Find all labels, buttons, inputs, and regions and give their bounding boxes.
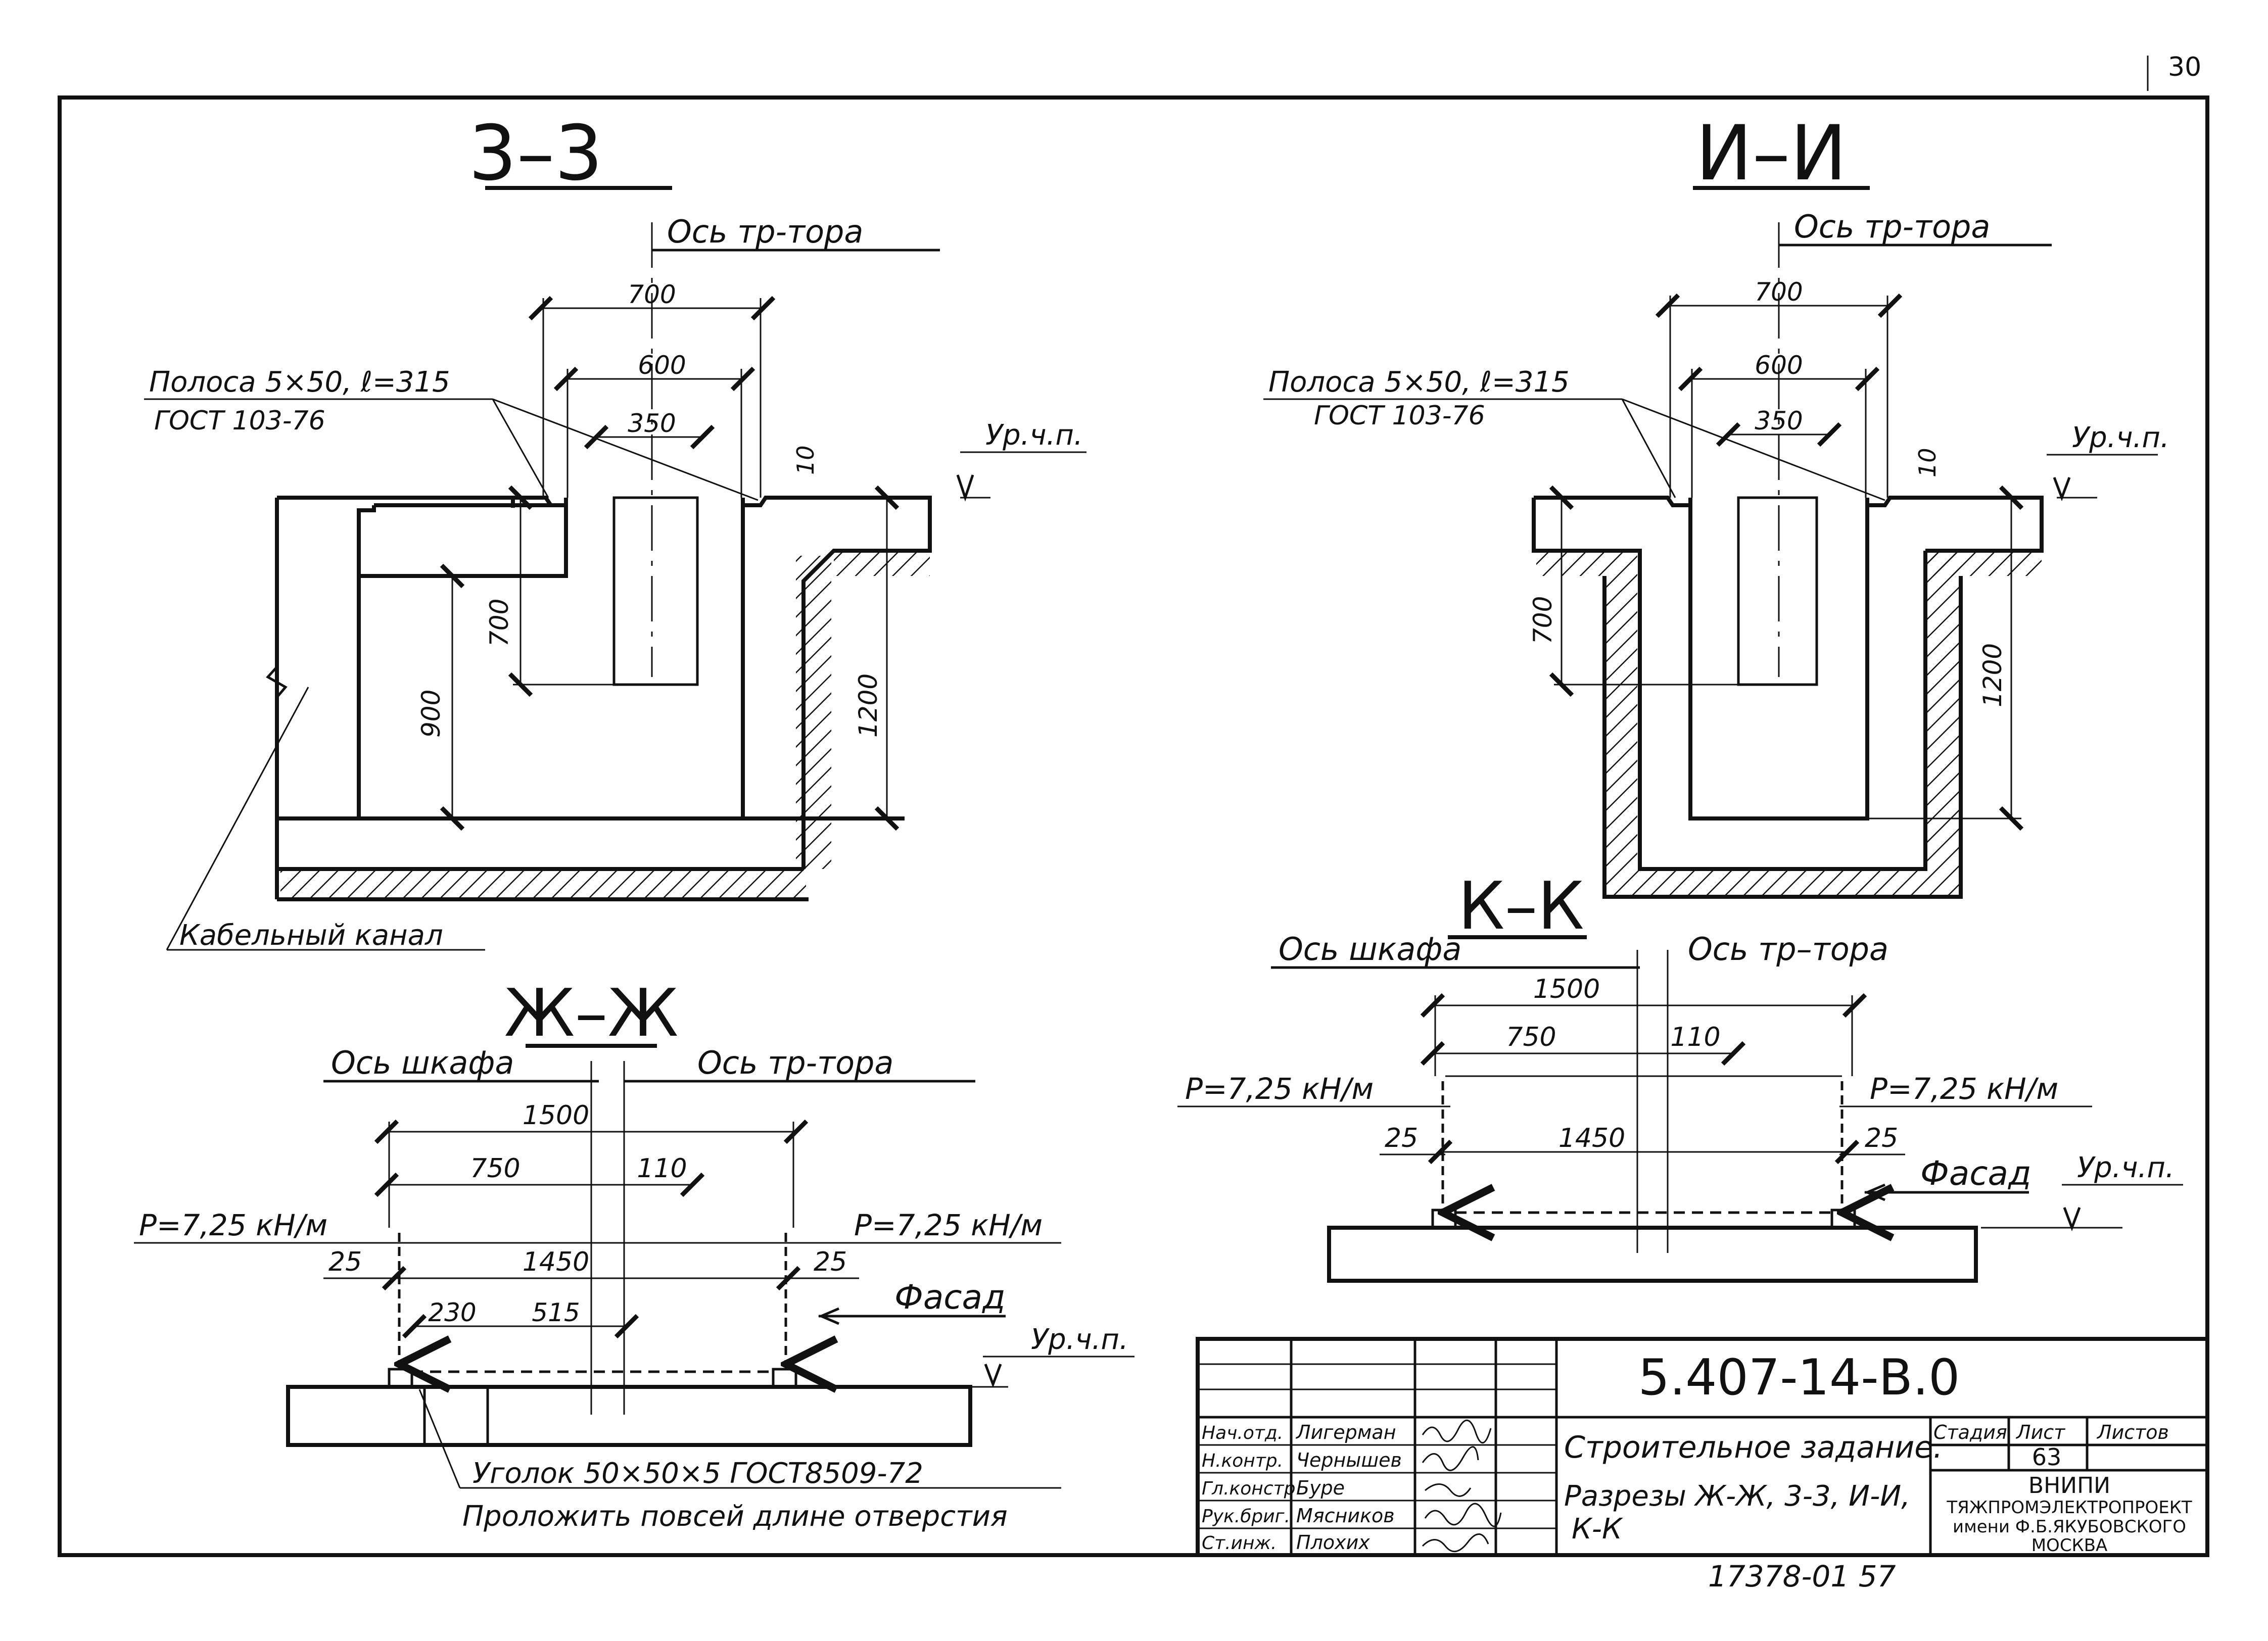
sheet-frame xyxy=(58,95,2209,1557)
dim-3-3-600: 600 xyxy=(638,351,686,380)
role-5: Ст.инж. xyxy=(1202,1533,1277,1554)
col-stage: Стадия xyxy=(1933,1421,2007,1443)
name-5: Плохих xyxy=(1296,1531,1370,1554)
dim-i-i-700: 700 xyxy=(1755,277,1803,307)
zz-dim-515: 515 xyxy=(532,1298,580,1327)
dim-i-i-1200v: 1200 xyxy=(1978,643,2007,707)
zz-load-right: P=7,25 кН/м xyxy=(854,1208,1043,1242)
kk-dim-750: 750 xyxy=(1506,1022,1556,1052)
section-i-i: И–И Ось тр-тора 700 600 350 10 Полоса 5×… xyxy=(1263,110,2169,899)
sheet-value: 63 xyxy=(2032,1443,2062,1471)
section-3-3-axis-label: Ось тр-тора xyxy=(667,213,863,250)
org-line-2: ТЯЖПРОМЭЛЕКТРОПРОЕКТ xyxy=(1946,1498,2192,1518)
cable-channel-label: Кабельный канал xyxy=(179,919,443,952)
section-i-i-title: И–И xyxy=(1695,110,1847,198)
title-block: 5.407-14-В.0 Нач.отд. Н.контр. Гл.констр… xyxy=(1196,1337,2209,1557)
section-3-3-title: 3–3 xyxy=(468,110,603,198)
section-zh-zh-title: Ж–Ж xyxy=(504,975,678,1051)
dim-i-i-10: 10 xyxy=(1914,448,1941,477)
org-line-3: имени Ф.Б.ЯКУБОВСКОГО xyxy=(1953,1517,2186,1537)
dim-3-3-700: 700 xyxy=(628,280,676,309)
zz-dim-750: 750 xyxy=(470,1153,520,1184)
zz-facade: Фасад xyxy=(894,1278,1006,1317)
section-i-i-axis-label: Ось тр-тора xyxy=(1794,208,1990,245)
kk-dim-25-right: 25 xyxy=(1865,1123,1898,1153)
floor-level-i-i: Ур.ч.п. xyxy=(2072,421,2169,454)
zz-dim-110: 110 xyxy=(637,1153,687,1184)
dim-i-i-600: 600 xyxy=(1755,351,1803,380)
role-1: Нач.отд. xyxy=(1202,1423,1283,1443)
doc-code: 5.407-14-В.0 xyxy=(1638,1349,1960,1407)
signature-5 xyxy=(1422,1533,1489,1553)
role-4: Рук.бриг. xyxy=(1202,1506,1290,1527)
kk-dim-1450: 1450 xyxy=(1558,1123,1625,1153)
dim-3-3-10: 10 xyxy=(792,445,819,475)
col-sheet: Лист xyxy=(2015,1421,2066,1443)
section-3-3: 3–3 Ось тр-тора 700 600 350 10 Полоса 5×… xyxy=(144,110,1086,952)
strip-gost-3-3: ГОСТ 103-76 xyxy=(154,406,325,436)
signature-2 xyxy=(1422,1446,1479,1471)
kk-floor-level: Ур.ч.п. xyxy=(2077,1151,2175,1184)
kk-load-left: P=7,25 кН/м xyxy=(1185,1072,1374,1106)
zz-dim-1500: 1500 xyxy=(523,1100,589,1131)
kk-load-right: P=7,25 кН/м xyxy=(1870,1072,2058,1106)
strip-gost-i-i: ГОСТ 103-76 xyxy=(1314,401,1485,431)
role-3: Гл.констр xyxy=(1202,1478,1295,1499)
name-4: Мясников xyxy=(1296,1505,1395,1527)
dim-3-3-900v: 900 xyxy=(416,690,446,738)
name-2: Чернышев xyxy=(1296,1449,1402,1471)
zz-load-left: P=7,25 кН/м xyxy=(139,1208,327,1242)
zz-dim-1450: 1450 xyxy=(523,1247,589,1277)
title-line-1: Строительное задание. xyxy=(1564,1430,1943,1465)
bottom-code: 17378-01 57 xyxy=(1708,1559,1896,1594)
signature-3 xyxy=(1425,1483,1472,1497)
dim-3-3-700v: 700 xyxy=(485,599,514,647)
kk-facade: Фасад xyxy=(1920,1154,2031,1193)
title-line-3: К-К xyxy=(1572,1513,1623,1546)
kk-dim-25-left: 25 xyxy=(1385,1123,1418,1153)
kk-axis-cabinet: Ось шкафа xyxy=(1279,931,1461,968)
name-3: Буре xyxy=(1296,1477,1345,1499)
zz-floor-level: Ур.ч.п. xyxy=(1031,1323,1128,1356)
dim-3-3-350: 350 xyxy=(628,409,676,438)
kk-axis-transformer: Ось тр–тора xyxy=(1688,931,1888,968)
signature-1 xyxy=(1422,1419,1492,1444)
section-zh-zh: Ж–Ж Ось шкафа Ось тр-тора 1500 750 110 P… xyxy=(134,975,1135,1533)
title-line-2: Разрезы Ж-Ж, 3-3, И-И, xyxy=(1564,1480,1910,1513)
zz-axis-transformer: Ось тр-тора xyxy=(697,1044,893,1081)
floor-level-3-3: Ур.ч.п. xyxy=(985,419,1083,452)
zz-axis-cabinet: Ось шкафа xyxy=(331,1044,514,1081)
section-k-k: К–К Ось шкафа Ось тр–тора 1500 750 110 P… xyxy=(1177,867,2183,1283)
section-k-k-title: К–К xyxy=(1458,867,1584,944)
kk-dim-1500: 1500 xyxy=(1533,974,1600,1004)
role-2: Н.контр. xyxy=(1202,1451,1283,1471)
kk-dim-110: 110 xyxy=(1670,1022,1720,1052)
name-1: Лигерман xyxy=(1295,1421,1396,1443)
zz-dim-230: 230 xyxy=(428,1298,476,1327)
org-line-1: ВНИПИ xyxy=(2028,1473,2110,1499)
page-number: 30 xyxy=(2168,52,2201,82)
org-line-4: МОСКВА xyxy=(2031,1535,2108,1556)
dim-3-3-1200v: 1200 xyxy=(854,673,883,738)
signature-4 xyxy=(1424,1503,1502,1527)
dim-i-i-350: 350 xyxy=(1755,406,1803,436)
col-sheets: Листов xyxy=(2096,1421,2169,1443)
zz-angle-note2: Проложить повсей длине отверстия xyxy=(462,1500,1008,1533)
strip-label-3-3: Полоса 5×50, ℓ=315 xyxy=(149,366,450,399)
zz-angle-note: Уголок 50×50×5 ГОСТ8509-72 xyxy=(472,1457,923,1490)
strip-label-i-i: Полоса 5×50, ℓ=315 xyxy=(1268,366,1570,399)
zz-dim-25-left: 25 xyxy=(328,1247,362,1277)
zz-dim-25-right: 25 xyxy=(814,1247,847,1277)
dim-i-i-700v: 700 xyxy=(1528,596,1557,644)
